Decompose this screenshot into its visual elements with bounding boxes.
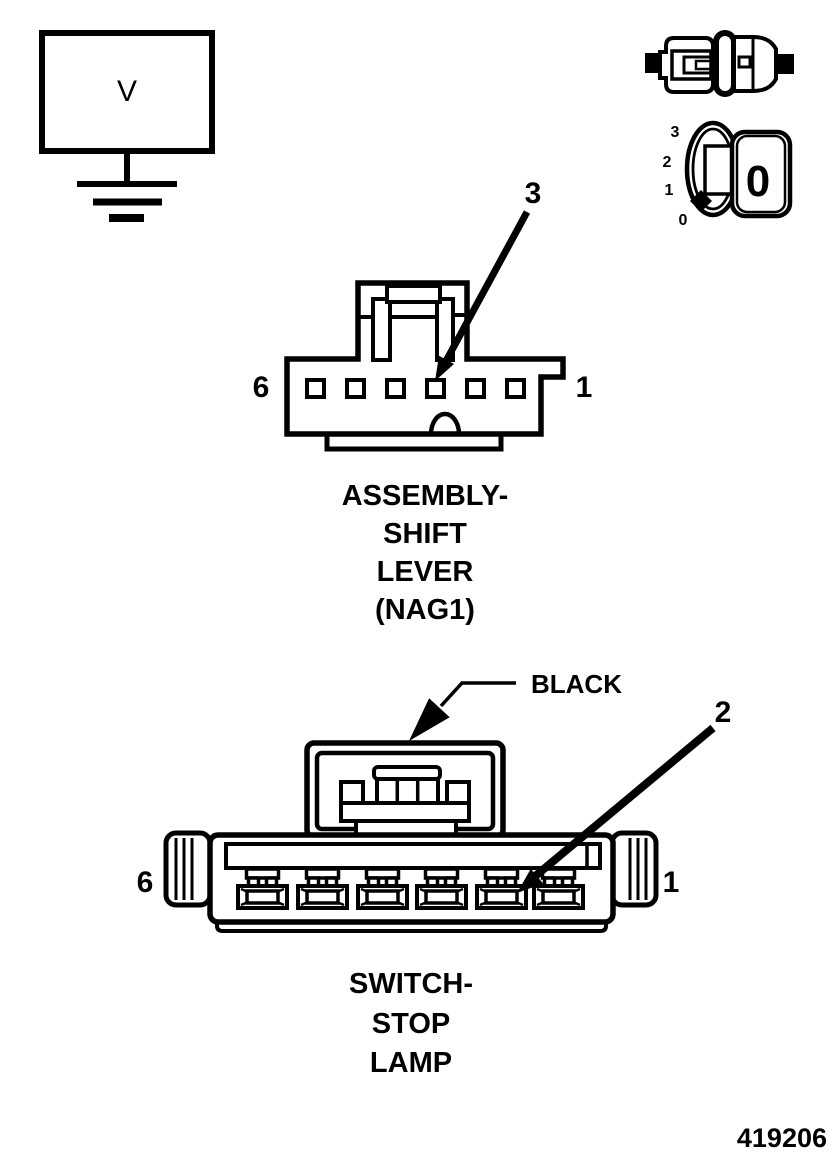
pin-1-label: 1 [663,866,680,899]
shift-lever-caption: ASSEMBLY- SHIFT LEVER (NAG1) [342,480,509,626]
caption-line: (NAG1) [375,594,475,626]
right-wire-stub [776,54,794,74]
pin-cavity-5 [345,378,366,399]
key-face-label: 0 [746,157,770,206]
callout-3-arrowhead [435,355,454,381]
pin-6-label: 6 [253,371,270,404]
inner-band [224,842,602,870]
index-notch [428,411,462,435]
left-wing [163,830,213,908]
left-wire-stub [645,53,661,73]
callout-2-label: 2 [715,696,732,729]
latch [358,284,467,362]
stop-lamp-connector-drawing: 6 1 [137,740,680,933]
caption-line: SWITCH- [349,968,473,1000]
bottom-tab [324,434,504,452]
caption-line: STOP [372,1008,450,1040]
connector-pair-icon [645,30,794,97]
callout-3-label: 3 [525,177,542,210]
pin-cavity-2 [465,378,486,399]
terminal-cavity-6 [236,867,289,910]
voltmeter-label: V [117,75,137,108]
black-color-callout: BLACK [409,669,622,741]
ground-icon [77,151,177,222]
leader-line [439,681,516,708]
ignition-position-3: 3 [671,124,680,141]
top-housing [304,740,506,840]
seal-ring [713,30,737,97]
pin-cavity-4 [385,378,406,399]
wire-color-label: BLACK [531,669,622,699]
ignition-switch-icon: 3 2 1 0 0 [663,120,793,229]
pin-cavity-6 [305,378,326,399]
bottom-flange [215,922,608,933]
ignition-position-2: 2 [663,154,672,171]
callout-3-arrow-line [442,210,531,363]
leader-arrowhead [409,698,450,741]
caption-line: LEVER [377,556,474,588]
pin-cavities [305,378,526,399]
receptacle-half [732,35,778,93]
terminal-cavity-3 [415,867,468,910]
caption-line: SHIFT [383,518,467,550]
ignition-position-1: 1 [665,182,674,199]
ignition-position-0: 0 [679,212,688,229]
stop-lamp-caption: SWITCH- STOP LAMP [349,968,473,1079]
pin-cavity-3 [425,378,446,399]
shift-lever-connector-drawing: 6 1 [253,280,593,452]
callout-3: 3 [435,177,541,381]
pin-6-label: 6 [137,866,154,899]
terminal-cavity-5 [296,867,349,910]
position-marker-diamond [690,190,712,212]
key-head [729,129,793,219]
caption-line: ASSEMBLY- [342,480,509,512]
callout-2-arrowhead [517,868,544,893]
callout-2: 2 [517,696,731,893]
pin-cavity-1 [505,378,526,399]
figure-number: 419206 [737,1123,827,1153]
terminal-cavity-2 [475,867,528,910]
callout-2-arrow-line [530,724,716,882]
pin-1-label: 1 [576,371,593,404]
voltmeter-symbol: V [39,30,215,222]
caption-line: LAMP [370,1047,452,1079]
terminal-cavity-4 [356,867,409,910]
right-wing [609,830,659,908]
